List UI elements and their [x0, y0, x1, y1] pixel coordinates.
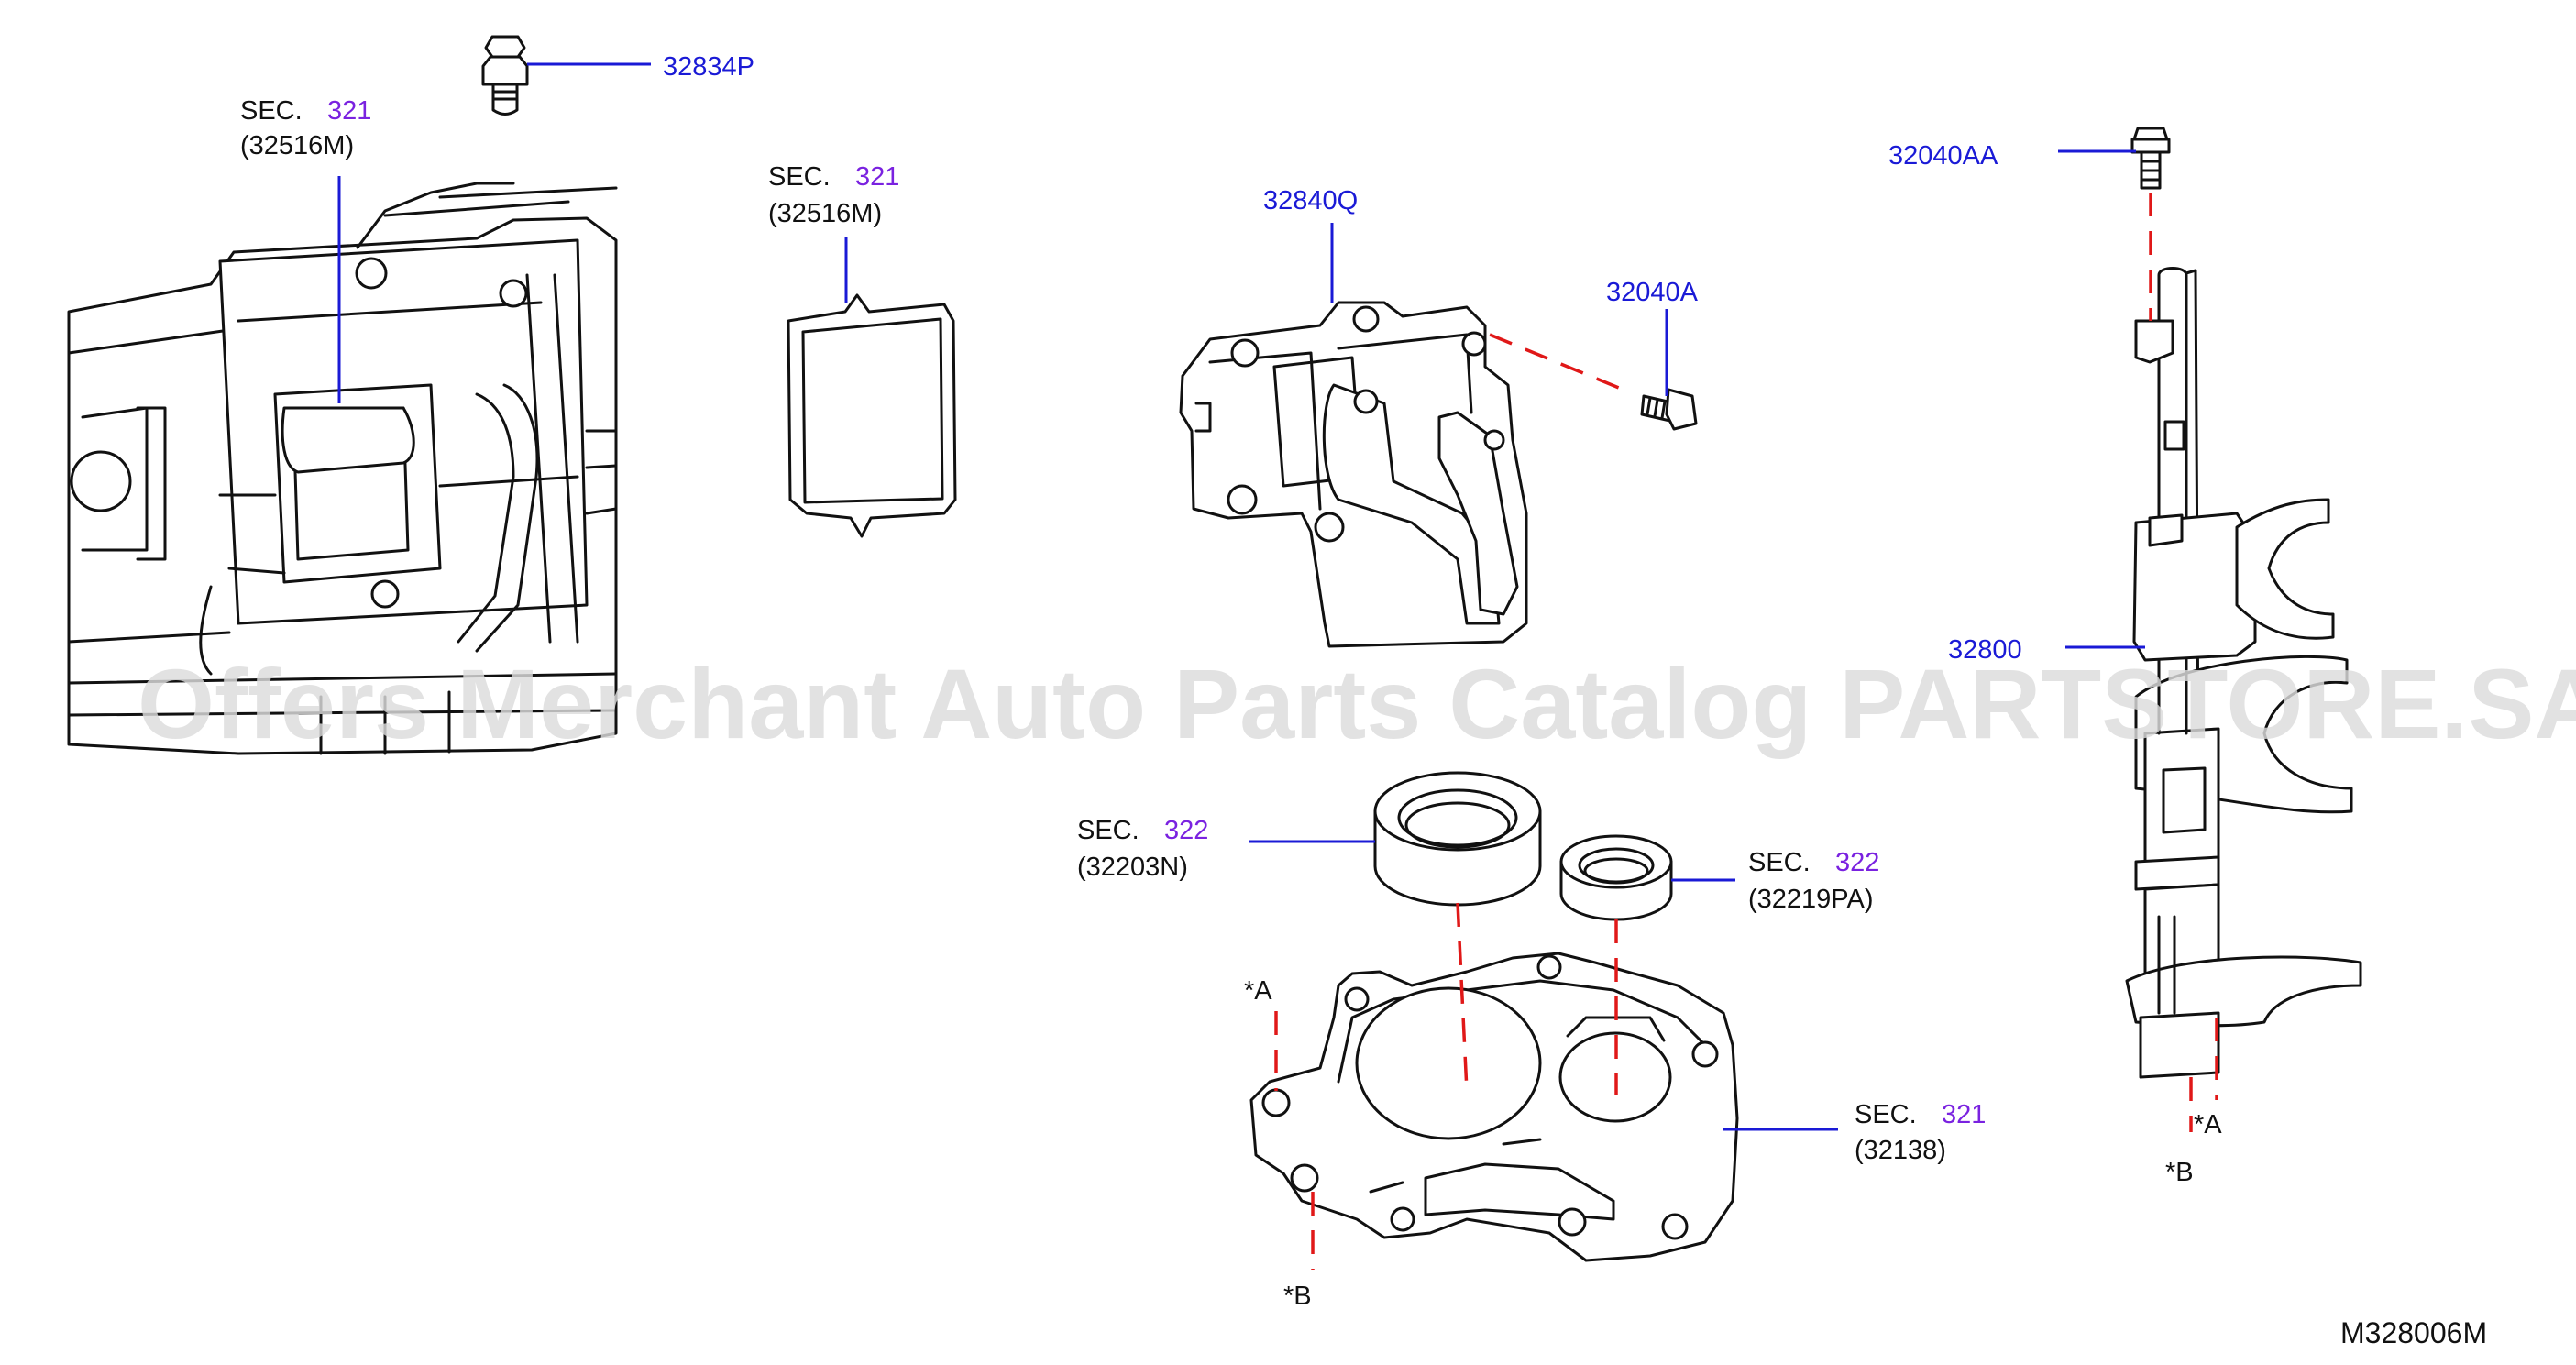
bearing-small-drawing: [1559, 834, 1673, 921]
section-ref-3[interactable]: SEC. 322 (32203N): [1077, 816, 1208, 882]
watermark: Offers Merchant Auto Parts Catalog PARTS…: [138, 648, 2576, 759]
section-ref-number[interactable]: 321: [855, 162, 899, 192]
section-ref-prefix: SEC.: [1077, 816, 1139, 845]
alignment-lines: [1274, 193, 2218, 1270]
marker-a-right: *A: [2194, 1110, 2222, 1139]
section-ref-number[interactable]: 321: [1942, 1100, 1986, 1129]
callout-32834P[interactable]: 32834P: [663, 52, 754, 82]
marker-a-left: *A: [1244, 976, 1272, 1006]
section-ref-prefix: SEC.: [768, 162, 831, 192]
bearing-large-drawing: [1373, 771, 1542, 907]
section-ref-5[interactable]: SEC. 321 (32138): [1855, 1100, 1986, 1165]
marker-b-left: *B: [1283, 1282, 1312, 1311]
section-ref-part: (32219PA): [1748, 885, 1874, 914]
fork-rod-assembly-drawing: [2125, 267, 2362, 1079]
callout-32800[interactable]: 32800: [1948, 635, 2022, 665]
adapter-plate-drawing: [1249, 952, 1739, 1262]
section-ref-number[interactable]: 322: [1164, 816, 1208, 845]
bolt-32040A-drawing: [1640, 388, 1698, 431]
section-ref-part: (32203N): [1077, 853, 1188, 882]
leader-lines: [337, 62, 2145, 1131]
transmission-case-drawing: [67, 182, 618, 755]
section-ref-part: (32138): [1855, 1136, 1946, 1165]
section-ref-prefix: SEC.: [240, 96, 303, 126]
section-ref-prefix: SEC.: [1748, 848, 1811, 877]
bolt-32040AA-drawing: [2130, 127, 2171, 190]
callout-32040A[interactable]: 32040A: [1606, 278, 1699, 307]
section-ref-4[interactable]: SEC. 322 (32219PA): [1748, 848, 1879, 914]
section-ref-2[interactable]: SEC. 321 (32516M): [768, 162, 899, 228]
callout-32840Q[interactable]: 32840Q: [1263, 186, 1358, 215]
gasket-drawing: [787, 293, 957, 538]
plug-32834P-drawing: [481, 35, 529, 116]
callout-32040AA[interactable]: 32040AA: [1888, 141, 1998, 171]
section-ref-1[interactable]: SEC. 321 (32516M): [240, 96, 371, 160]
control-housing-drawing: [1179, 301, 1528, 648]
marker-b-right: *B: [2165, 1158, 2194, 1187]
section-ref-number[interactable]: 322: [1835, 848, 1879, 877]
section-ref-number[interactable]: 321: [327, 96, 371, 126]
section-ref-part: (32516M): [240, 131, 354, 160]
diagram-code: M328006M: [2340, 1316, 2487, 1349]
section-ref-part: (32516M): [768, 199, 882, 228]
section-ref-prefix: SEC.: [1855, 1100, 1917, 1129]
